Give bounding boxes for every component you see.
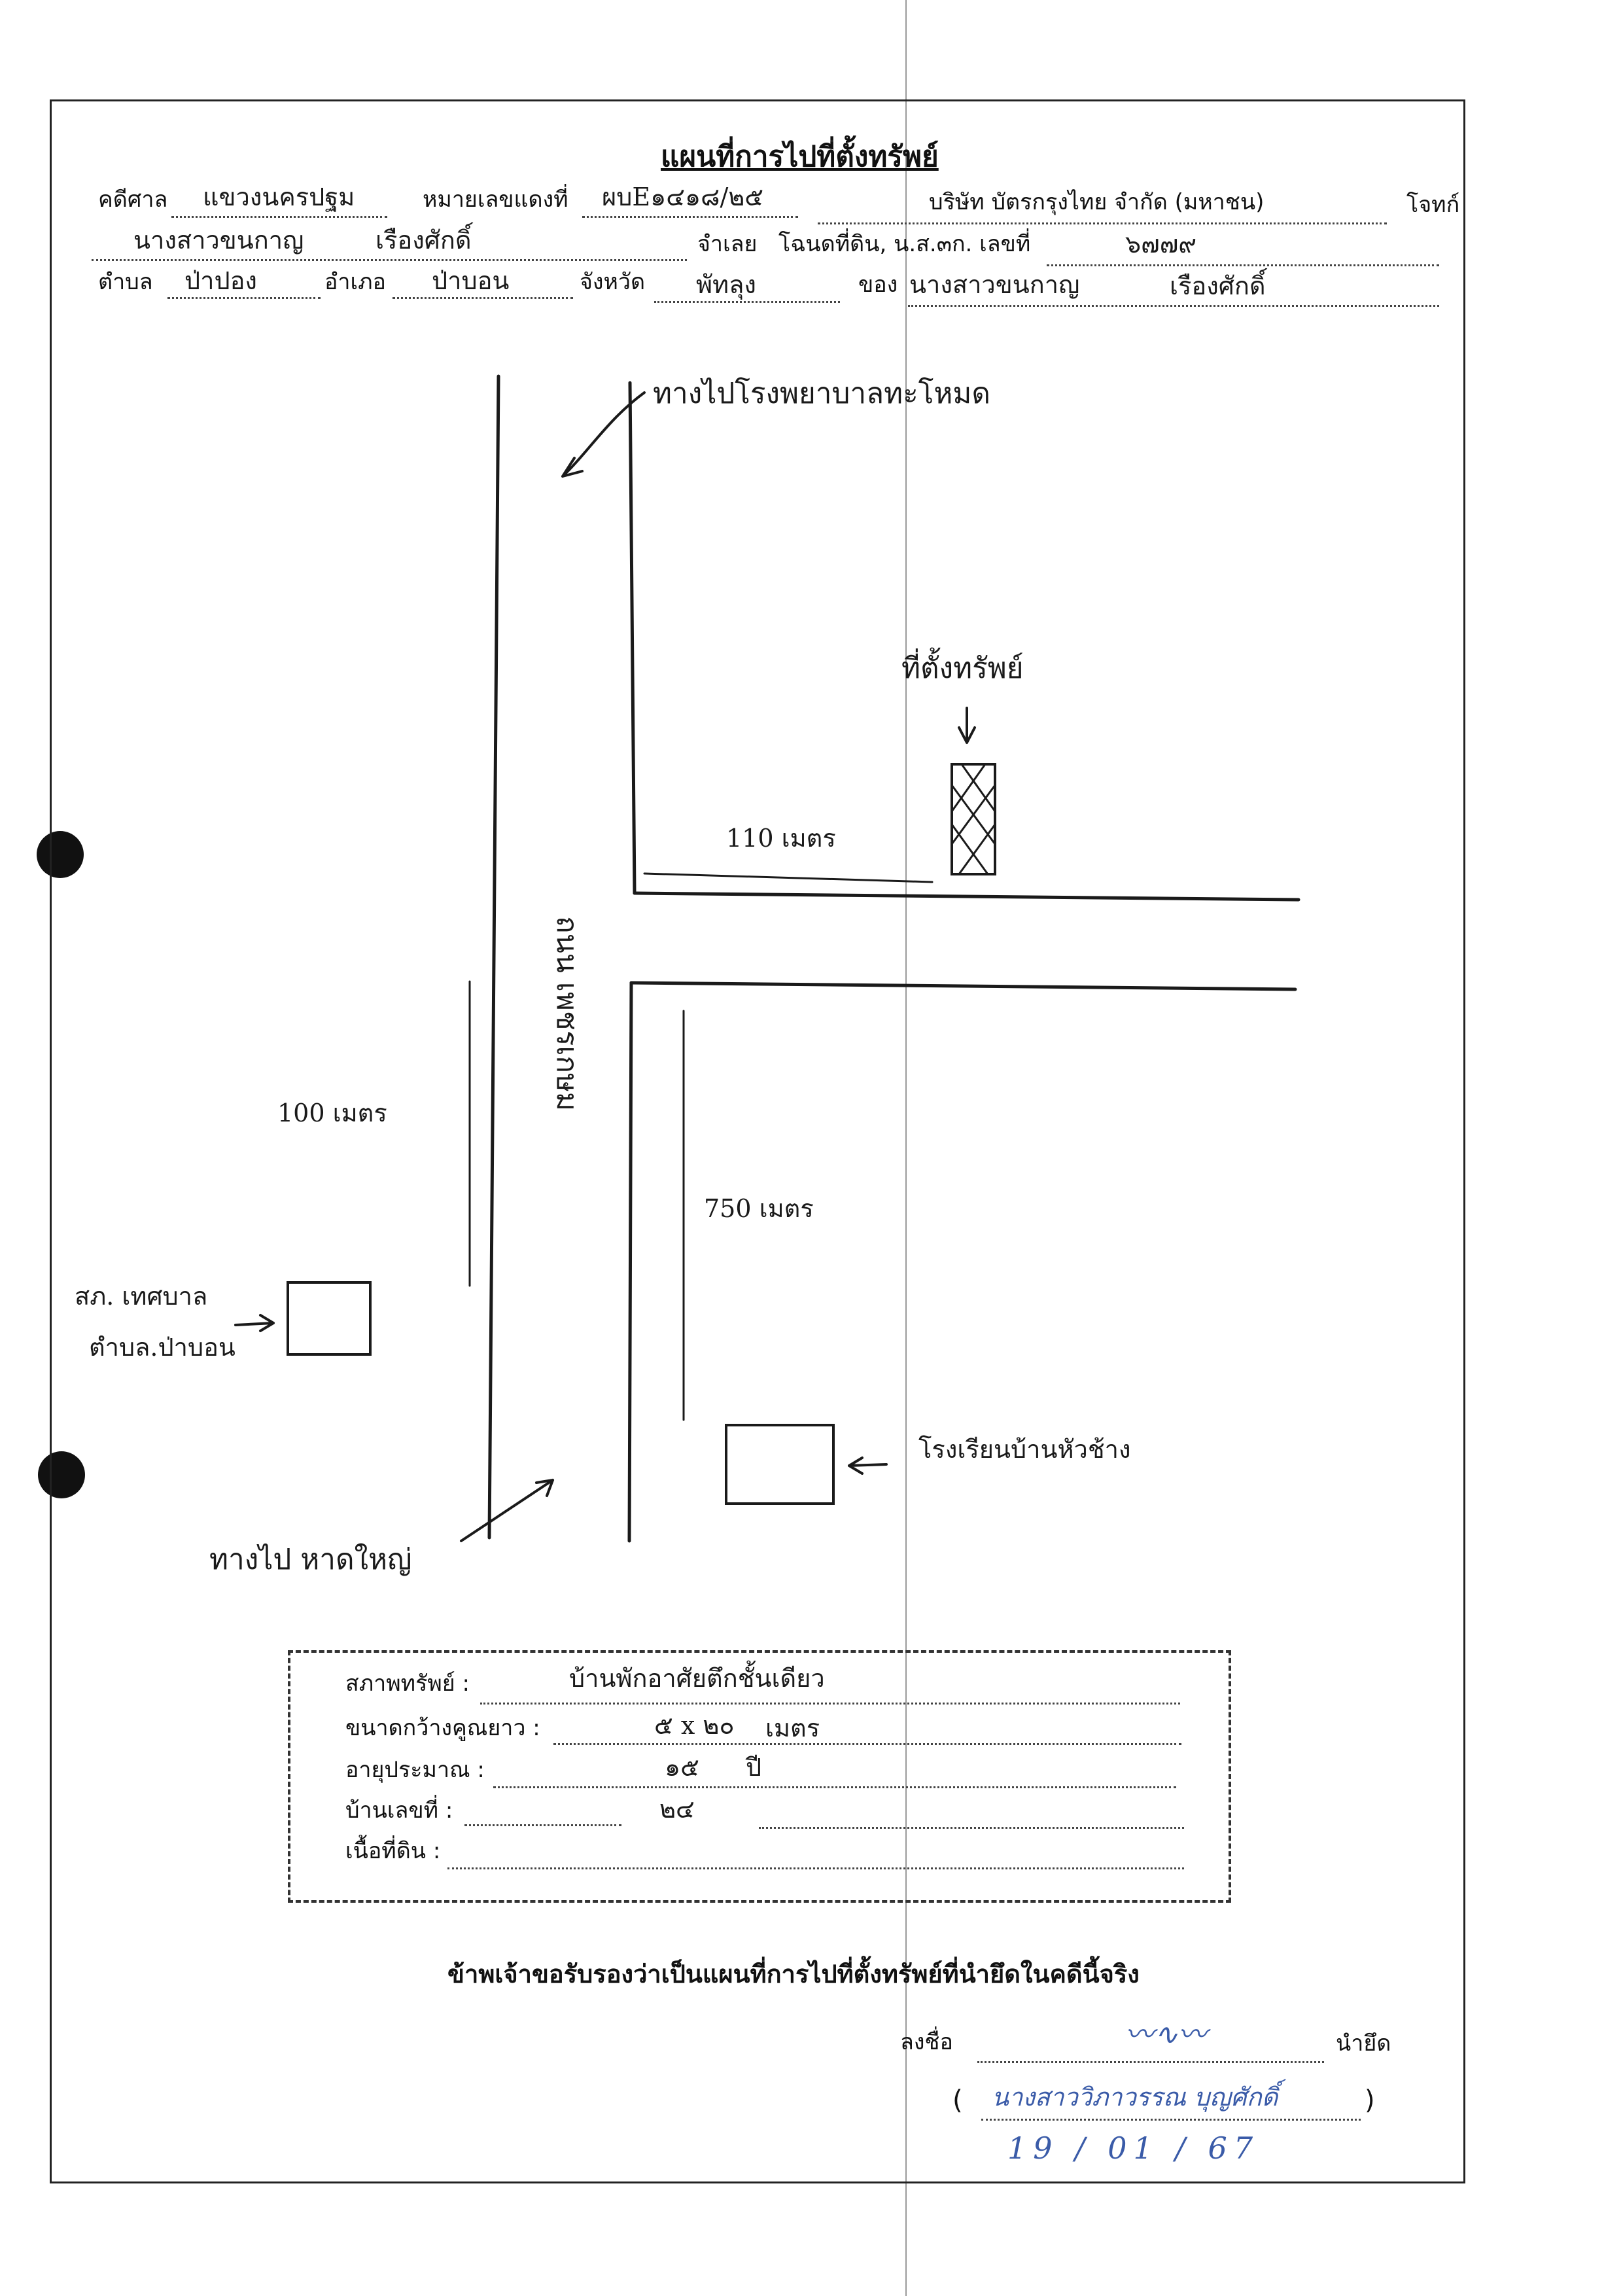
plaintiff-value: บริษัท บัตรกรุงไทย จำกัด (มหาชน)	[929, 189, 1265, 215]
school-box	[725, 1424, 835, 1505]
owner-label: ของ	[858, 272, 898, 298]
deed-value: ๖๗๗๙	[1125, 230, 1197, 258]
signer-name-dotline	[981, 2119, 1361, 2121]
age-dotline	[493, 1786, 1176, 1788]
signer-name: นางสาววิภาวรรณ บุญศักดิ์	[992, 2083, 1278, 2111]
size-unit: เมตร	[765, 1714, 820, 1742]
to-hospital-label: ทางไปโรงพยาบาลทะโหมด	[653, 377, 990, 410]
page-frame	[50, 99, 1465, 2183]
owner-value: นางสาวขนกาญ	[909, 270, 1080, 299]
amphoe-dotline	[393, 297, 573, 299]
size-value: ๕ x ๒๐	[654, 1711, 735, 1740]
court-value: แขวงนครปฐม	[203, 183, 355, 211]
arrow-to-hospital	[561, 391, 646, 478]
size-label: ขนาดกว้างคูณยาว :	[345, 1715, 540, 1741]
road-right-edge-lower	[627, 981, 633, 1543]
deed-dotline	[1047, 264, 1439, 266]
plaintiff-dotline	[818, 222, 1387, 224]
sign-label: ลงชื่อ	[900, 2029, 953, 2055]
distance-110-label: 110 เมตร	[726, 824, 836, 853]
owner-surname: เรืองศักดิ์	[1170, 272, 1266, 300]
role-label: นำยึด	[1336, 2030, 1391, 2057]
deed-label: โฉนดที่ดิน, น.ส.๓ก. เลขที่	[778, 231, 1031, 257]
distance-100-label: 100 เมตร	[277, 1099, 387, 1127]
province-dotline	[654, 301, 840, 303]
arrow-to-property	[958, 707, 976, 744]
province-label: จังหวัด	[580, 269, 646, 295]
tambon-label: ตำบล	[98, 269, 153, 295]
house-no-dotline-1	[464, 1824, 621, 1826]
property-details-box	[288, 1650, 1231, 1903]
defendant-value: นางสาวขนกาญ	[133, 226, 304, 255]
punch-hole-top	[37, 831, 84, 878]
province-value: พัทลุง	[696, 270, 756, 299]
case-no-label: หมายเลขแดงที่	[423, 186, 568, 213]
punch-hole-bottom	[38, 1451, 85, 1498]
tambon-value: ป่าปอง	[184, 266, 257, 295]
age-value: ๑๕	[665, 1753, 699, 1782]
side-road-bottom	[629, 981, 1297, 991]
police-station-label-2: ตำบล.ป่าบอน	[89, 1333, 236, 1362]
house-no-value: ๒๔	[659, 1795, 695, 1824]
paren-open: (	[952, 2085, 963, 2115]
court-dotline	[171, 216, 387, 218]
property-hatch	[951, 763, 996, 875]
age-unit: ปี	[746, 1753, 762, 1782]
to-market-label: ทางไป หาดใหญ่	[209, 1543, 412, 1576]
case-no-value: ผบE๑๔๑๘/๒๕	[602, 183, 764, 211]
property-location-label: ที่ตั้งทรัพย์	[901, 652, 1024, 685]
house-no-label: บ้านเลขที่ :	[345, 1797, 453, 1824]
road-left-edge	[487, 374, 500, 1540]
road-right-edge-upper	[628, 381, 637, 895]
tambon-dotline	[167, 297, 321, 299]
amphoe-label: อำเภอ	[324, 269, 386, 295]
paren-close: )	[1365, 2085, 1375, 2115]
page-title: แผนที่การไปที่ตั้งทรัพย์	[661, 140, 939, 173]
side-road-top	[633, 891, 1300, 902]
police-box	[287, 1281, 372, 1356]
defendant-dotline	[92, 259, 687, 261]
school-label: โรงเรียนบ้านหัวช้าง	[918, 1435, 1131, 1464]
handwritten-signature: 〰∿〰	[1125, 2018, 1207, 2051]
arrow-to-police	[234, 1314, 275, 1332]
case-no-dotline	[582, 216, 798, 218]
road-name-label: ถนน เพชรเกษม	[550, 916, 584, 1112]
house-no-dotline-2	[759, 1827, 1184, 1829]
fold-line	[905, 0, 907, 2296]
size-dotline	[553, 1743, 1181, 1745]
plaintiff-label: โจทก์	[1406, 192, 1460, 218]
arrow-to-school	[848, 1457, 888, 1475]
condition-value: บ้านพักอาศัยตึกชั้นเดียว	[569, 1664, 825, 1693]
land-area-label: เนื้อที่ดิน :	[345, 1838, 441, 1864]
defendant-surname: เรืองศักดิ์	[375, 226, 472, 255]
land-area-dotline	[447, 1867, 1184, 1869]
distance-750-label: 750 เมตร	[704, 1194, 814, 1223]
defendant-label: จำเลย	[697, 231, 758, 257]
owner-dotline	[908, 305, 1439, 307]
sign-date: 19 / 01 / 67	[1007, 2130, 1260, 2166]
condition-dotline	[480, 1703, 1180, 1704]
police-station-label: สภ. เทศบาล	[75, 1282, 208, 1311]
age-label: อายุประมาณ :	[345, 1757, 485, 1783]
amphoe-value: ป่าบอน	[432, 266, 510, 295]
dimension-110	[643, 872, 934, 883]
condition-label: สภาพทรัพย์ :	[345, 1670, 470, 1697]
sign-dotline	[977, 2061, 1324, 2063]
certification-text: ข้าพเจ้าขอรับรองว่าเป็นแผนที่การไปที่ตั้…	[447, 1960, 1140, 1988]
arrow-to-market	[460, 1479, 554, 1542]
property-box	[951, 763, 996, 875]
court-label: คดีศาล	[98, 186, 168, 213]
